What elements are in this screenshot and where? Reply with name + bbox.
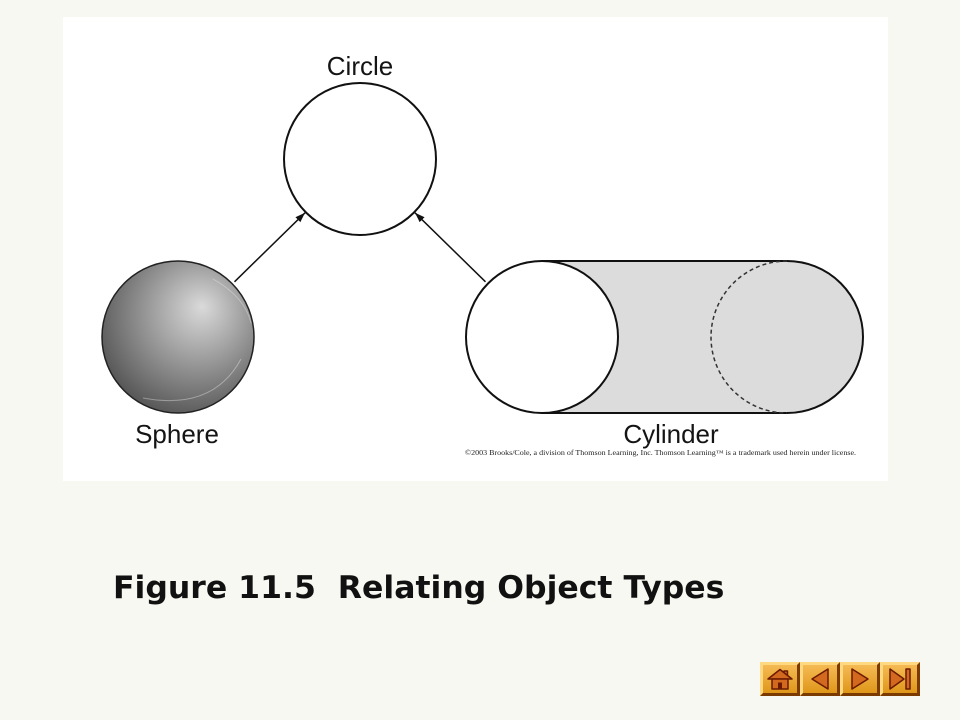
circle-node: Circle <box>283 51 437 236</box>
object-types-diagram: Circle Sphere Cylinder ©2003 Brooks/Cole… <box>101 51 864 457</box>
next-icon <box>851 668 869 690</box>
cylinder-node: Cylinder <box>465 260 864 449</box>
slide-navigation <box>760 662 920 696</box>
figure-panel: Circle Sphere Cylinder ©2003 Brooks/Cole… <box>63 17 888 481</box>
home-button[interactable] <box>760 662 800 696</box>
copyright-notice: ©2003 Brooks/Cole, a division of Thomson… <box>465 449 856 457</box>
cylinder-label: Cylinder <box>623 419 719 449</box>
arrow-cylinder-to-circle <box>414 212 487 283</box>
arrow-layer <box>233 212 487 283</box>
sphere-highlight-arc <box>212 278 252 324</box>
cylinder-left-cap <box>465 260 619 414</box>
sphere-label: Sphere <box>135 419 219 449</box>
home-icon <box>767 668 793 690</box>
figure-caption: Figure 11.5 Relating Object Types <box>113 570 725 606</box>
circle-shape <box>283 82 437 236</box>
previous-icon <box>811 668 829 690</box>
sphere-shape <box>101 260 255 414</box>
cylinder-right-cap-edge <box>786 260 864 414</box>
cylinder-hidden-edge <box>710 260 788 414</box>
circle-label: Circle <box>327 51 393 81</box>
cylinder-body <box>542 261 863 413</box>
previous-button[interactable] <box>800 662 840 696</box>
end-icon <box>889 668 911 690</box>
sphere-node: Sphere <box>101 260 255 449</box>
end-button[interactable] <box>880 662 920 696</box>
next-button[interactable] <box>840 662 880 696</box>
sphere-highlight-arc <box>142 358 242 402</box>
arrow-sphere-to-circle <box>233 212 306 283</box>
